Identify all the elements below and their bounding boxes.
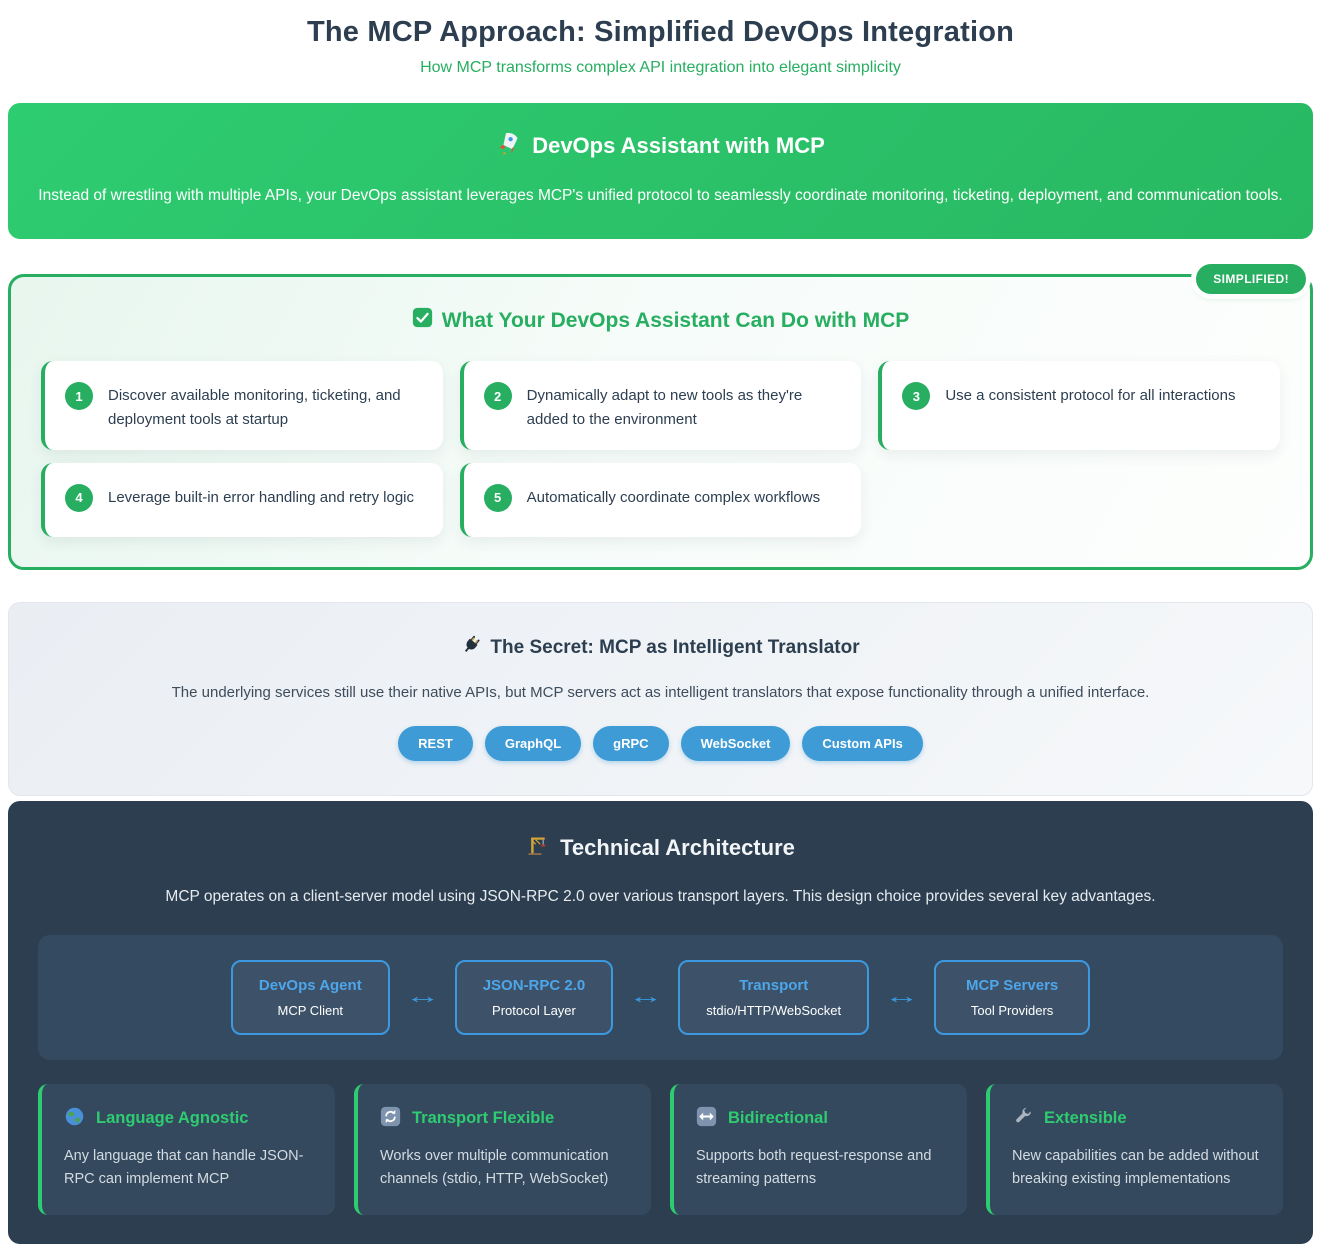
secret-title-row: The Secret: MCP as Intelligent Translato…	[39, 635, 1282, 661]
plug-icon	[461, 635, 481, 661]
flow-node-title: MCP Servers	[965, 976, 1059, 994]
capabilities-title-row: What Your DevOps Assistant Can Do with M…	[41, 307, 1280, 334]
left-right-arrow-icon	[696, 1106, 717, 1132]
api-pill: WebSocket	[680, 725, 791, 761]
architecture-title-row: Technical Architecture	[38, 833, 1283, 863]
feature-description: New capabilities can be added without br…	[1012, 1147, 1259, 1188]
capabilities-grid: 1 Discover available monitoring, ticketi…	[41, 361, 1280, 537]
flow-node-title: JSON-RPC 2.0	[482, 976, 586, 994]
secret-title: The Secret: MCP as Intelligent Translato…	[490, 636, 860, 658]
secret-section: The Secret: MCP as Intelligent Translato…	[8, 601, 1313, 796]
architecture-section: Technical Architecture MCP operates on a…	[8, 800, 1313, 1245]
flow-node-mcp-servers: MCP Servers Tool Providers	[934, 959, 1091, 1035]
api-pill: gRPC	[593, 725, 669, 761]
feature-title: Transport Flexible	[412, 1109, 555, 1128]
refresh-icon	[380, 1106, 401, 1132]
feature-title: Bidirectional	[728, 1109, 828, 1128]
capability-text: Dynamically adapt to new tools as they'r…	[526, 387, 803, 428]
flow-arrow-icon: ↔	[404, 985, 441, 1009]
page-subtitle: How MCP transforms complex API integrati…	[420, 59, 901, 76]
api-pill: REST	[398, 725, 473, 761]
capability-number: 2	[483, 382, 512, 411]
flow-node-json-rpc: JSON-RPC 2.0 Protocol Layer	[454, 959, 614, 1035]
capabilities-section: SIMPLIFIED! What Your DevOps Assistant C…	[8, 264, 1313, 570]
capability-card: 3 Use a consistent protocol for all inte…	[878, 361, 1280, 450]
flow-node-title: DevOps Agent	[258, 976, 362, 994]
flow-node-title: Transport	[739, 976, 809, 994]
feature-card-transport-flexible: Transport Flexible Works over multiple c…	[354, 1083, 651, 1216]
banner-description: Instead of wrestling with multiple APIs,…	[38, 187, 1283, 204]
flow-node-subtitle: stdio/HTTP/WebSocket	[706, 1002, 842, 1018]
feature-card-language-agnostic: Language Agnostic Any language that can …	[38, 1083, 335, 1216]
wrench-icon	[1012, 1106, 1033, 1132]
secret-description: The underlying services still use their …	[171, 683, 1150, 701]
flow-arrow-icon: ↔	[627, 985, 664, 1009]
api-pill: GraphQL	[484, 725, 582, 761]
flow-node-transport: Transport stdio/HTTP/WebSocket	[678, 959, 870, 1035]
capability-text: Leverage built-in error handling and ret…	[108, 488, 415, 506]
banner-title-row: DevOps Assistant with MCP	[32, 130, 1289, 162]
capability-text: Discover available monitoring, ticketing…	[108, 387, 401, 428]
flow-arrow-icon: ↔	[883, 985, 920, 1009]
capability-text: Automatically coordinate complex workflo…	[526, 488, 821, 506]
crane-icon	[526, 833, 550, 863]
capability-card: 5 Automatically coordinate complex workf…	[459, 462, 862, 537]
rocket-icon	[496, 130, 522, 162]
capability-card: 1 Discover available monitoring, ticketi…	[41, 361, 443, 450]
feature-description: Works over multiple communication channe…	[380, 1147, 609, 1188]
feature-title: Language Agnostic	[96, 1109, 249, 1128]
page-header: The MCP Approach: Simplified DevOps Inte…	[8, 0, 1313, 77]
flow-node-subtitle: MCP Client	[277, 1002, 344, 1018]
check-icon	[412, 307, 433, 334]
feature-card-extensible: Extensible New capabilities can be added…	[986, 1083, 1283, 1216]
page-title: The MCP Approach: Simplified DevOps Inte…	[306, 16, 1015, 48]
capabilities-title: What Your DevOps Assistant Can Do with M…	[441, 308, 910, 332]
capability-number: 3	[902, 382, 931, 411]
capability-number: 5	[483, 483, 512, 512]
architecture-description: MCP operates on a client-server model us…	[165, 887, 1156, 905]
capability-card: 2 Dynamically adapt to new tools as they…	[459, 361, 862, 450]
feature-description: Supports both request-response and strea…	[696, 1147, 932, 1188]
architecture-title: Technical Architecture	[560, 834, 795, 860]
architecture-feature-grid: Language Agnostic Any language that can …	[38, 1083, 1283, 1216]
flow-node-devops-agent: DevOps Agent MCP Client	[230, 959, 390, 1035]
feature-title: Extensible	[1044, 1109, 1127, 1128]
simplified-badge: SIMPLIFIED!	[1196, 264, 1306, 295]
flow-node-subtitle: Protocol Layer	[492, 1002, 576, 1018]
capability-card: 4 Leverage built-in error handling and r…	[41, 462, 443, 537]
api-pill-list: REST GraphQL gRPC WebSocket Custom APIs	[39, 725, 1282, 761]
feature-card-bidirectional: Bidirectional Supports both request-resp…	[670, 1083, 967, 1216]
architecture-flow: DevOps Agent MCP Client ↔ JSON-RPC 2.0 P…	[38, 934, 1283, 1060]
flow-node-subtitle: Tool Providers	[970, 1002, 1054, 1018]
devops-banner: DevOps Assistant with MCP Instead of wre…	[8, 103, 1313, 240]
feature-description: Any language that can handle JSON-RPC ca…	[64, 1147, 304, 1188]
capability-number: 4	[65, 483, 93, 512]
capability-text: Use a consistent protocol for all intera…	[945, 387, 1236, 405]
api-pill: Custom APIs	[802, 725, 923, 761]
globe-icon	[64, 1106, 85, 1132]
banner-title: DevOps Assistant with MCP	[532, 133, 825, 158]
capability-number: 1	[65, 382, 93, 411]
